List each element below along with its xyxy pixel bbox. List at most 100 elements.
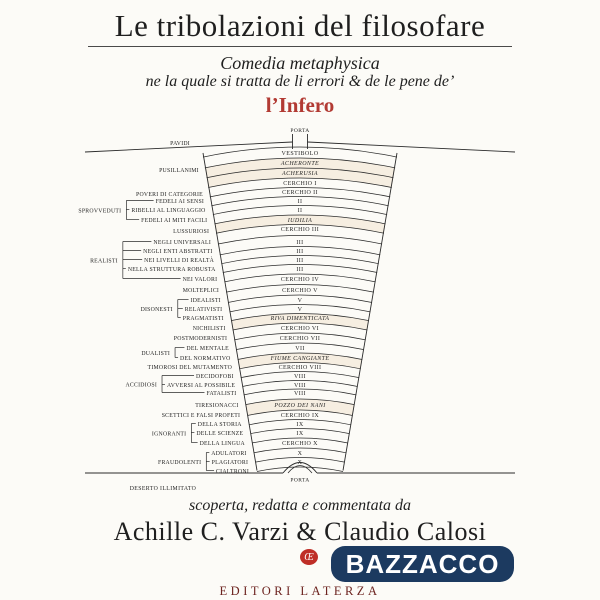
band-label: RIVA DIMENTICATA — [270, 316, 330, 322]
subtitle-line-3: l’Infero — [265, 93, 335, 117]
circle-arc — [243, 388, 357, 396]
left-label: DEL MENTALE — [186, 346, 229, 352]
watermark-text: BAZZACCO — [345, 548, 500, 579]
band-label: V — [298, 307, 303, 313]
left-label: PLAGIATORI — [212, 460, 249, 466]
river-band — [214, 215, 386, 234]
left-label: CIALTRONI — [216, 469, 249, 475]
band-label: V — [298, 298, 303, 304]
band-label: IUDILIA — [287, 218, 312, 224]
left-label: FATALISTI — [206, 391, 236, 397]
left-label: NELLA STRUTTURA ROBUSTA — [128, 267, 216, 273]
river-band — [237, 353, 363, 369]
band-label: X — [298, 451, 303, 457]
circle-arc — [232, 322, 368, 331]
band-label: II — [298, 199, 303, 205]
top-gate-label: PORTA — [290, 128, 309, 134]
circle-arc — [217, 235, 383, 245]
band-label: CERCHIO VI — [281, 326, 319, 332]
top-rim-right — [307, 141, 516, 153]
authors: Achille C. Varzi & Claudio Calosi — [113, 517, 487, 546]
circle-arc — [242, 380, 358, 387]
left-label: TIMOROSI DEL MUTAMENTO — [148, 365, 233, 371]
band-label: CERCHIO IX — [281, 413, 319, 419]
subtitle-line-1: Comedia metaphysica — [220, 53, 380, 73]
circle-arc — [209, 187, 391, 198]
band-label: III — [296, 249, 303, 255]
band-label: IX — [296, 422, 303, 428]
circle-arc — [250, 428, 350, 435]
publisher: EDITORI LATERZA — [219, 584, 381, 598]
band-label: VIII — [294, 374, 306, 380]
band-label: II — [298, 208, 303, 214]
circle-arc — [204, 157, 396, 169]
circle-arc — [208, 177, 392, 188]
left-label: NEGLI ENTI ABSTRATTI — [143, 249, 212, 255]
group-label: DISONESTI — [141, 307, 173, 313]
left-label: FEDELI AI MITI FACILI — [141, 218, 207, 224]
laterza-logo-icon: Œ — [300, 549, 318, 565]
band-label: VII — [295, 346, 305, 352]
circle-arc — [235, 342, 365, 351]
left-label: RELATIVISTI — [185, 307, 223, 313]
group-label: IGNORANTI — [152, 432, 186, 438]
circle-arc — [219, 246, 381, 256]
band-label: VIII — [294, 383, 306, 389]
band-label: VIII — [294, 391, 306, 397]
left-label: PRAGMATISTI — [183, 316, 224, 322]
circle-arc — [253, 447, 347, 454]
left-label: PUSILLANIMI — [159, 168, 199, 174]
left-label: NEI LIVELLI DI REALTÀ — [144, 256, 214, 264]
left-label: SCETTICI E FALSI PROFETI — [162, 413, 241, 419]
circle-arc — [227, 294, 373, 303]
circle-arc — [212, 205, 388, 215]
band-label: CERCHIO V — [282, 288, 318, 294]
band-label: ACHERUSIA — [281, 171, 318, 177]
left-label: NEGLI UNIVERSALI — [153, 240, 211, 246]
circle-arc — [224, 273, 376, 283]
left-label: FEDELI AI SENSI — [156, 199, 205, 205]
left-label: MOLTEPLICI — [183, 288, 219, 294]
circle-arc — [252, 437, 348, 444]
bottom-arch-outer — [282, 462, 318, 474]
river-band — [206, 168, 394, 188]
subtitle-line-2: ne la quale si tratta de li errori & de … — [145, 73, 455, 90]
left-label: RIBELLI AL LINGUAGGIO — [131, 208, 205, 214]
bottom-gate-label: PORTA — [290, 478, 309, 484]
band-label: CERCHIO VII — [280, 336, 320, 342]
left-label: AVVERSI AL POSSIBILE — [167, 383, 235, 389]
band-label: CERCHIO IV — [281, 277, 319, 283]
band-label: III — [296, 267, 303, 273]
left-label: NICHILISTI — [193, 326, 226, 332]
page-title: Le tribolazioni del filosofare — [114, 8, 486, 43]
left-label: PAVIDI — [170, 141, 190, 147]
circle-arc — [239, 362, 361, 370]
circle-arc — [240, 371, 360, 379]
title-divider — [88, 46, 512, 47]
circle-arc — [214, 214, 386, 225]
left-label: DELLA LINGUA — [200, 441, 246, 447]
left-label: DECIDOFOBI — [196, 374, 234, 380]
river-band — [231, 313, 369, 330]
band-label: IX — [296, 431, 303, 437]
band-label: FIUME CANGIANTE — [270, 356, 330, 362]
left-label: NEI VALORI — [183, 277, 218, 283]
circle-arc — [234, 332, 366, 341]
left-label: DELLA STORIA — [198, 422, 243, 428]
band-label: X — [298, 460, 303, 466]
left-label: TIRESIONACCI — [195, 403, 238, 409]
circle-arc — [237, 352, 363, 360]
circle-arc — [247, 409, 353, 416]
left-label: POVERI DI CATEGORIE — [136, 192, 203, 198]
left-label: LUSSURIOSI — [173, 229, 209, 235]
river-band — [245, 399, 355, 416]
band-label: CERCHIO II — [282, 190, 318, 196]
band-label: POZZO DEI NANI — [273, 403, 326, 409]
funnel-left-edge — [202, 152, 258, 471]
group-label: FRAUDOLENTI — [158, 460, 201, 466]
band-label: III — [296, 240, 303, 246]
funnel-right-edge — [342, 152, 398, 471]
circle-arc — [216, 224, 384, 234]
circle-arc — [226, 284, 374, 293]
